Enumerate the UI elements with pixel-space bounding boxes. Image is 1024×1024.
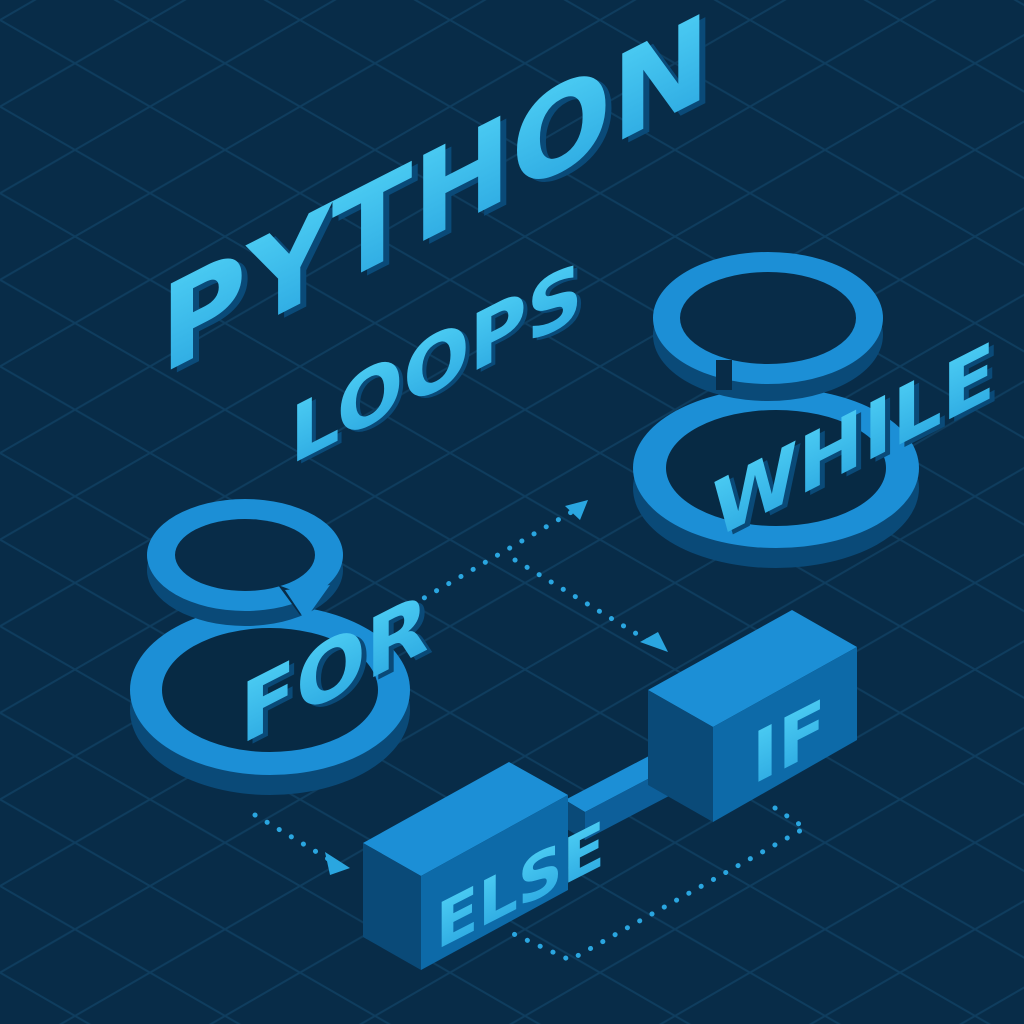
connector-for-else: [252, 812, 333, 863]
if-node[interactable]: IF: [648, 610, 857, 822]
else-node[interactable]: ELSE: [363, 762, 605, 970]
arrowheads: [325, 500, 668, 875]
while-node[interactable]: WHILE WHILE: [633, 252, 1000, 568]
if-block-top: [648, 610, 857, 727]
if-block-right: [713, 647, 857, 822]
for-node[interactable]: FOR FOR: [130, 499, 434, 795]
connector-if-else-loop: [502, 805, 810, 963]
arrowhead-else: [325, 852, 350, 875]
else-block-right: [421, 795, 568, 970]
else-block-left: [363, 843, 421, 970]
else-block-top: [363, 762, 568, 876]
connectors: [252, 507, 810, 963]
if-block-left: [648, 690, 713, 822]
arrowhead-while: [565, 500, 588, 520]
connector-for-while: [397, 507, 578, 615]
arrowhead-if: [640, 632, 668, 652]
connector-while-if: [512, 557, 658, 648]
